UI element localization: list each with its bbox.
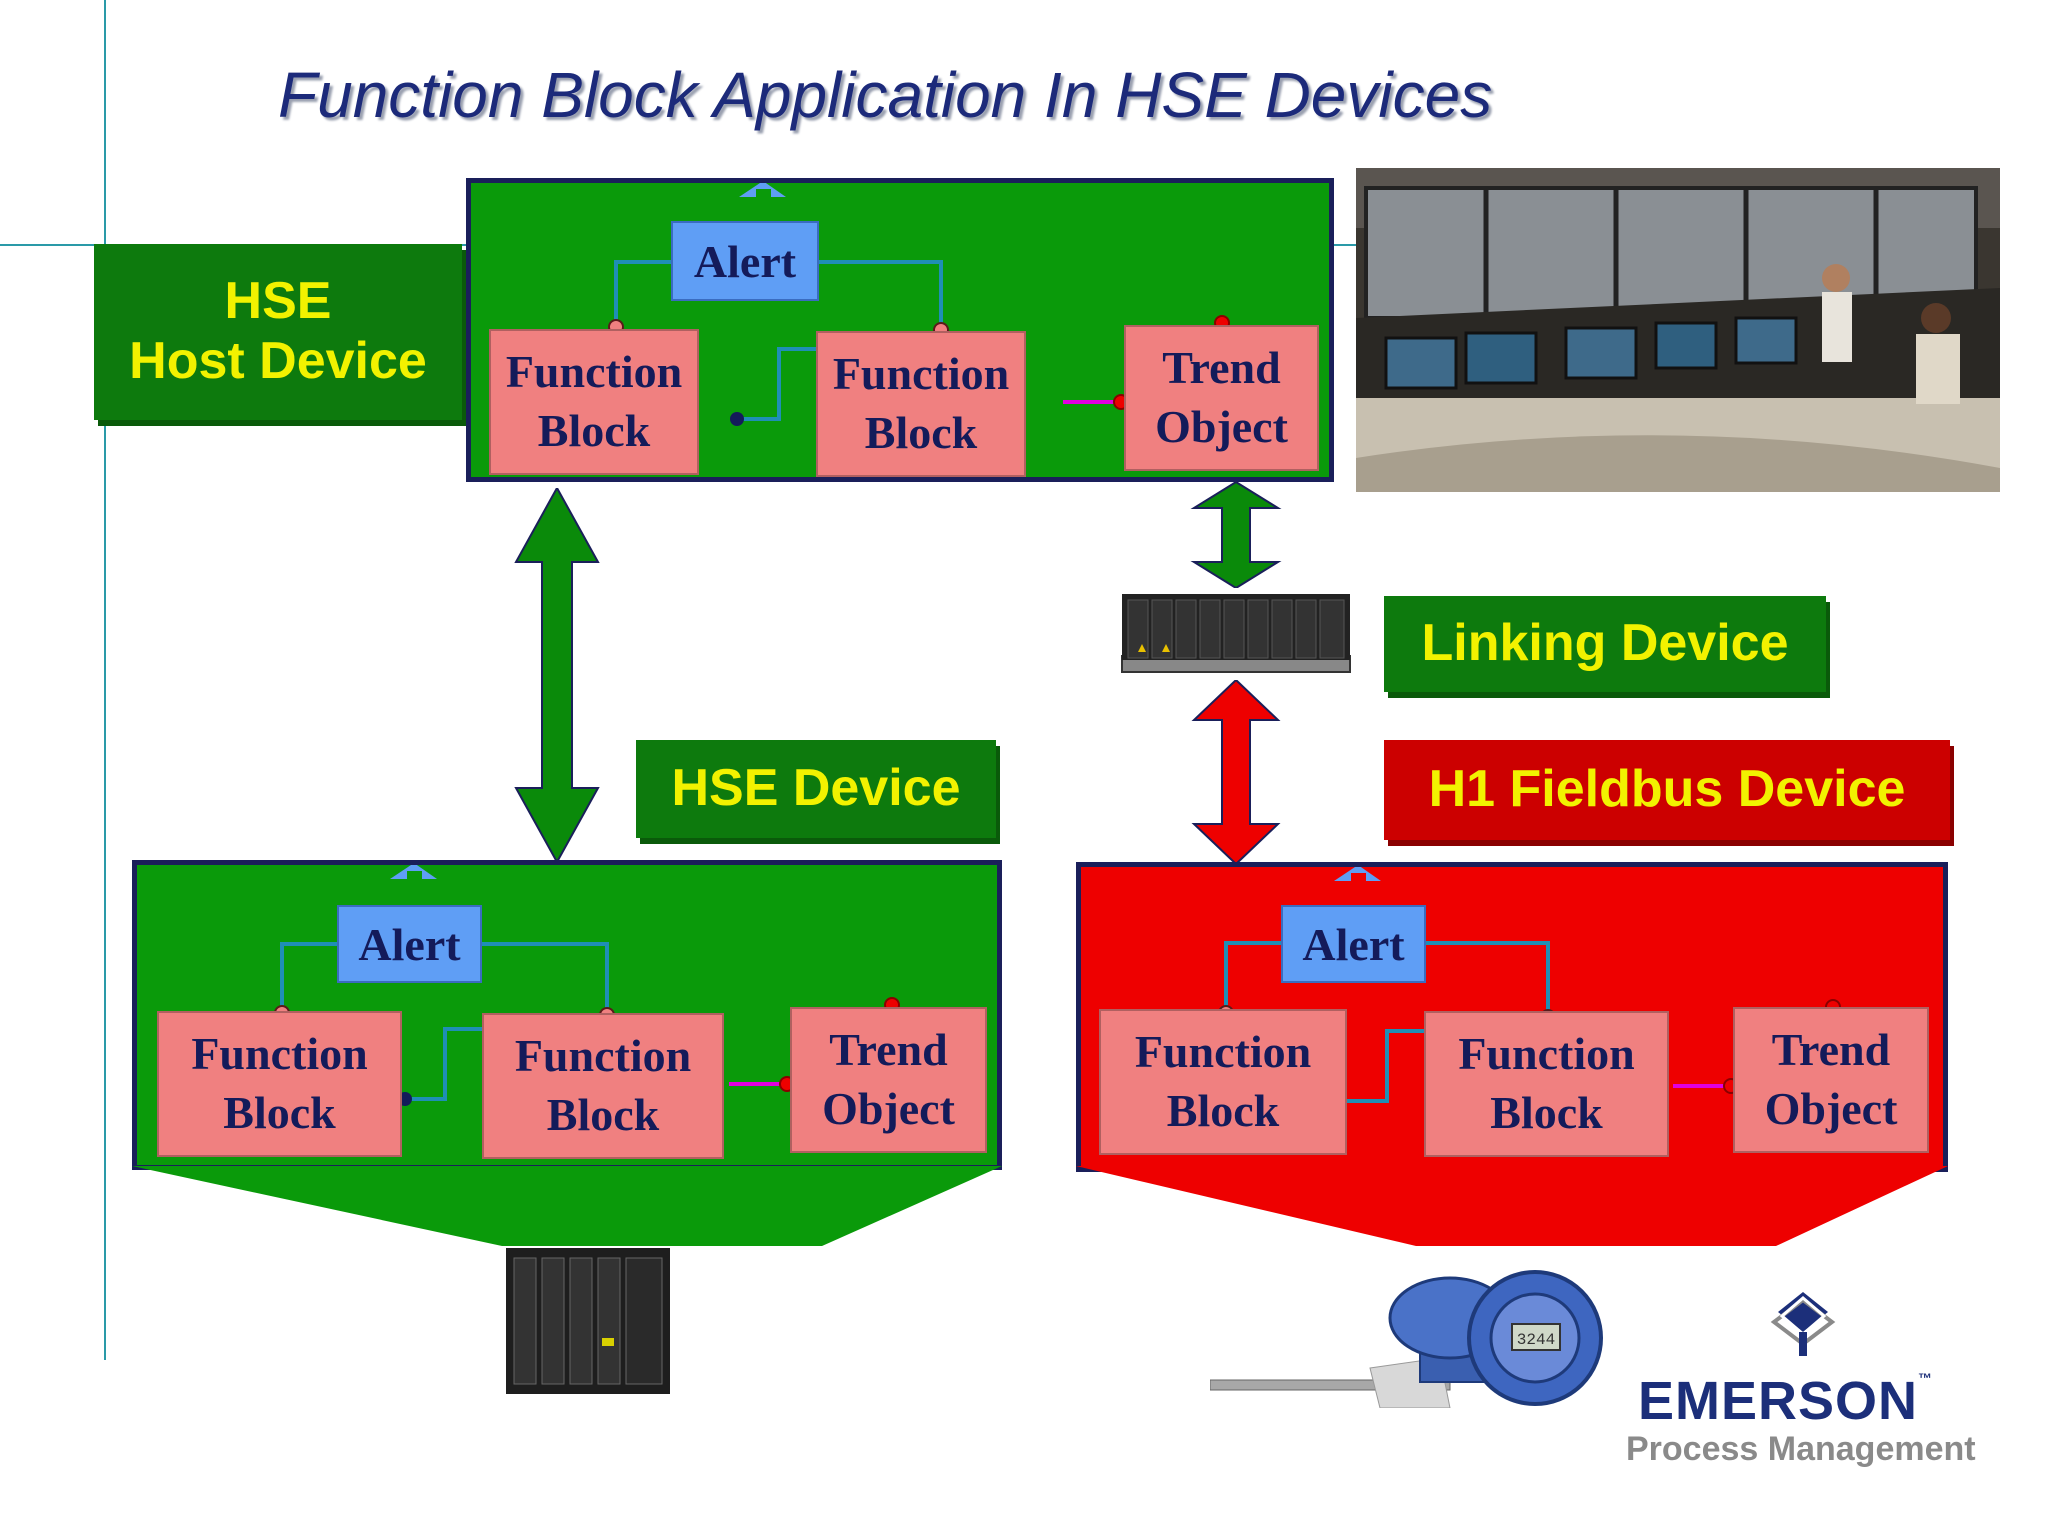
h1-device-fb2-line2: Block: [1490, 1087, 1603, 1138]
hse-host-panel: Alert Function Block Function Block Tren…: [466, 178, 1334, 482]
hse-device-trend-line1: Trend: [829, 1024, 948, 1076]
host-alert-label: Alert: [693, 235, 797, 287]
control-room-illustration: [1356, 168, 2000, 492]
hse-device-panel: Alert Function Block Function Block Tren…: [132, 860, 1002, 1170]
decorative-vertical-line: [104, 0, 106, 1360]
hse-device-fb1-line1: Function: [191, 1028, 368, 1080]
h1-device-fb1-line1: Function: [1134, 1026, 1312, 1078]
h1-fieldbus-device-label: H1 Fieldbus Device: [1384, 740, 1950, 840]
hse-device-funnel: [132, 1166, 1002, 1246]
hse-device-fb2-line2: Block: [546, 1089, 660, 1140]
host-trend-object: Trend Object: [1124, 325, 1319, 471]
page-title: Function Block Application In HSE Device…: [278, 59, 1493, 131]
h1-device-fb2-line1: Function: [1458, 1028, 1635, 1080]
hse-device-alert-block: Alert: [337, 905, 482, 983]
h1-device-fb1-line2: Block: [1166, 1085, 1280, 1136]
hse-device-fb2-line1: Function: [514, 1030, 692, 1082]
hse-device-fb1-line2: Block: [223, 1087, 336, 1138]
emerson-logo-name: EMERSON: [1638, 1371, 1919, 1431]
hse-device-label: HSE Device: [636, 740, 996, 838]
host-fb1-line2: Block: [537, 405, 651, 456]
hse-host-label-line1: HSE: [224, 272, 332, 331]
h1-device-trend-object: Trend Object: [1733, 1007, 1929, 1153]
host-trend-line2: Object: [1155, 401, 1288, 452]
hse-device-trend-line2: Object: [822, 1083, 955, 1134]
emerson-logo-trademark: ™: [1918, 1370, 1934, 1386]
h1-device-alert-label: Alert: [1302, 918, 1405, 970]
linking-device-label: Linking Device: [1384, 596, 1826, 692]
host-fb1-to-alert-line: [614, 260, 671, 265]
emerson-logo-icon: [1770, 1292, 1836, 1356]
h1-device-panel: Alert Function Block Function Block Tren…: [1076, 862, 1948, 1172]
host-fb2-line2: Block: [864, 407, 978, 458]
control-room-photo: [1356, 168, 2000, 492]
hse-device-function-block-2: Function Block: [482, 1013, 724, 1159]
h1-device-alert-block: Alert: [1281, 905, 1426, 983]
host-fb1-line1: Function: [505, 346, 683, 398]
emerson-logo-subtitle: Process Management: [1626, 1430, 1976, 1468]
linking-to-h1-arrow: [1191, 680, 1281, 864]
hse-device-function-block-1: Function Block: [157, 1011, 402, 1157]
h1-device-function-block-1: Function Block: [1099, 1009, 1347, 1155]
linking-device-image: [1121, 594, 1351, 673]
h1-device-trend-line2: Object: [1764, 1083, 1898, 1134]
host-function-block-2: Function Block: [816, 331, 1026, 477]
transmitter-display-reading: 3244: [1517, 1331, 1555, 1349]
host-alert-up-arrow: [739, 183, 786, 197]
host-to-hse-device-arrow: [514, 488, 600, 862]
hse-controller-image: [506, 1248, 670, 1394]
host-fb1-to-fb2-line: [737, 347, 816, 421]
h1-device-function-block-2: Function Block: [1424, 1011, 1669, 1157]
hse-host-label-line2: Host Device: [129, 332, 427, 390]
field-transmitter-image: 3244: [1210, 1270, 1603, 1408]
h1-device-funnel: [1076, 1166, 1948, 1246]
host-fb2-to-alert-line: [819, 260, 943, 331]
host-alert-block: Alert: [671, 221, 819, 301]
host-fb1-output-port: [730, 412, 744, 426]
h1-device-trend-line1: Trend: [1771, 1024, 1891, 1076]
hse-device-alert-label: Alert: [358, 918, 461, 970]
hse-device-trend-object: Trend Object: [790, 1007, 987, 1153]
host-trend-line1: Trend: [1162, 342, 1281, 394]
host-function-block-1: Function Block: [489, 329, 699, 475]
host-fb2-line1: Function: [832, 348, 1010, 400]
emerson-logo-text: EMERSON™: [1638, 1370, 1933, 1432]
hse-host-label: HSE Host Device: [94, 244, 462, 420]
host-to-linking-arrow: [1190, 482, 1282, 588]
